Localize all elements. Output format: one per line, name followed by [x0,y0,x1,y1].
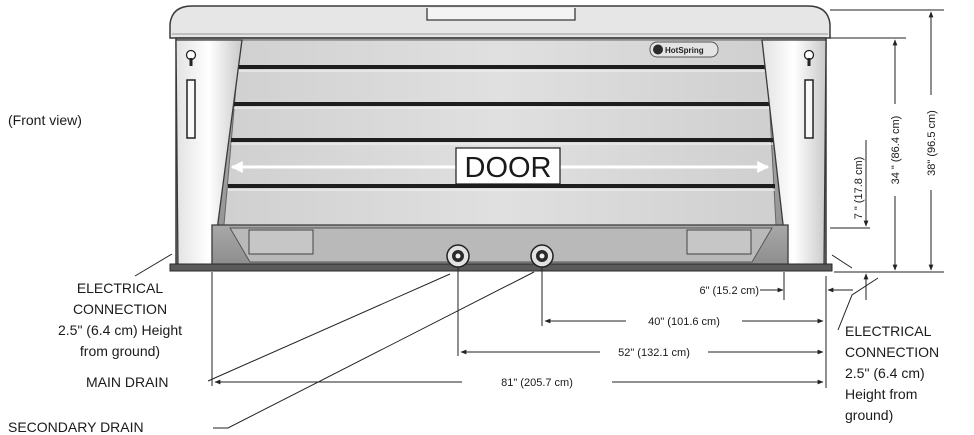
door-label: DOOR [465,152,552,184]
spa-illustration: HotSpring DOOR [169,5,833,272]
svg-text:Height from: Height from [845,386,917,402]
left-vent [248,229,314,255]
secondary-drain-label: SECONDARY DRAIN [8,419,144,435]
extension-lines [211,9,944,388]
svg-text:CONNECTION: CONNECTION [73,301,167,317]
leader-lines [134,253,879,429]
svg-text:from ground): from ground) [80,343,160,359]
dimension-38: 38" (96.5 cm) [926,11,938,271]
main-drain-fitting [446,244,470,268]
svg-text:2.5" (6.4 cm) Height: 2.5" (6.4 cm) Height [58,322,182,338]
view-label: (Front view) [8,112,82,128]
svg-text:CONNECTION: CONNECTION [845,344,939,360]
dimension-38-label: 38" (96.5 cm) [926,110,938,176]
brand-logo-text: HotSpring [665,46,704,55]
left-post-details [185,49,197,139]
right-vent [686,229,752,255]
dimension-81: 81" (205.7 cm) [214,377,824,389]
door-slats [228,65,775,188]
svg-text:ELECTRICAL: ELECTRICAL [845,323,932,339]
dimension-52-label: 52" (132.1 cm) [618,347,690,359]
dimension-7-label: 7 " (17.8 cm) [853,157,865,220]
main-drain-label: MAIN DRAIN [86,374,168,390]
door-label-box [455,147,561,185]
svg-text:ground): ground) [845,407,893,423]
secondary-drain-fitting [530,244,554,268]
dimension-34-label: 34 " (86.4 cm) [890,116,902,185]
brand-logo: HotSpring [649,41,719,58]
dimension-81-label: 81" (205.7 cm) [501,377,573,389]
dimension-40-label: 40" (101.6 cm) [648,316,720,328]
dimension-40: 40" (101.6 cm) [544,316,824,328]
electrical-connection-left-label: ELECTRICAL CONNECTION 2.5" (6.4 cm) Heig… [58,280,182,359]
dimension-7: 7 " (17.8 cm) [853,140,869,300]
dimension-52: 52" (132.1 cm) [460,347,824,359]
dimension-6-label: 6" (15.2 cm) [699,285,759,297]
dimension-34: 34 " (86.4 cm) [890,39,902,271]
electrical-connection-right-label: ELECTRICAL CONNECTION 2.5" (6.4 cm) Heig… [845,323,939,423]
door-width-arrow: DOOR [230,147,770,185]
dimension-6: 6" (15.2 cm) [699,285,853,297]
cover-handle [426,8,576,21]
svg-text:2.5" (6.4 cm): 2.5" (6.4 cm) [845,365,925,381]
svg-text:ELECTRICAL: ELECTRICAL [77,280,164,296]
right-post-details [803,49,815,139]
